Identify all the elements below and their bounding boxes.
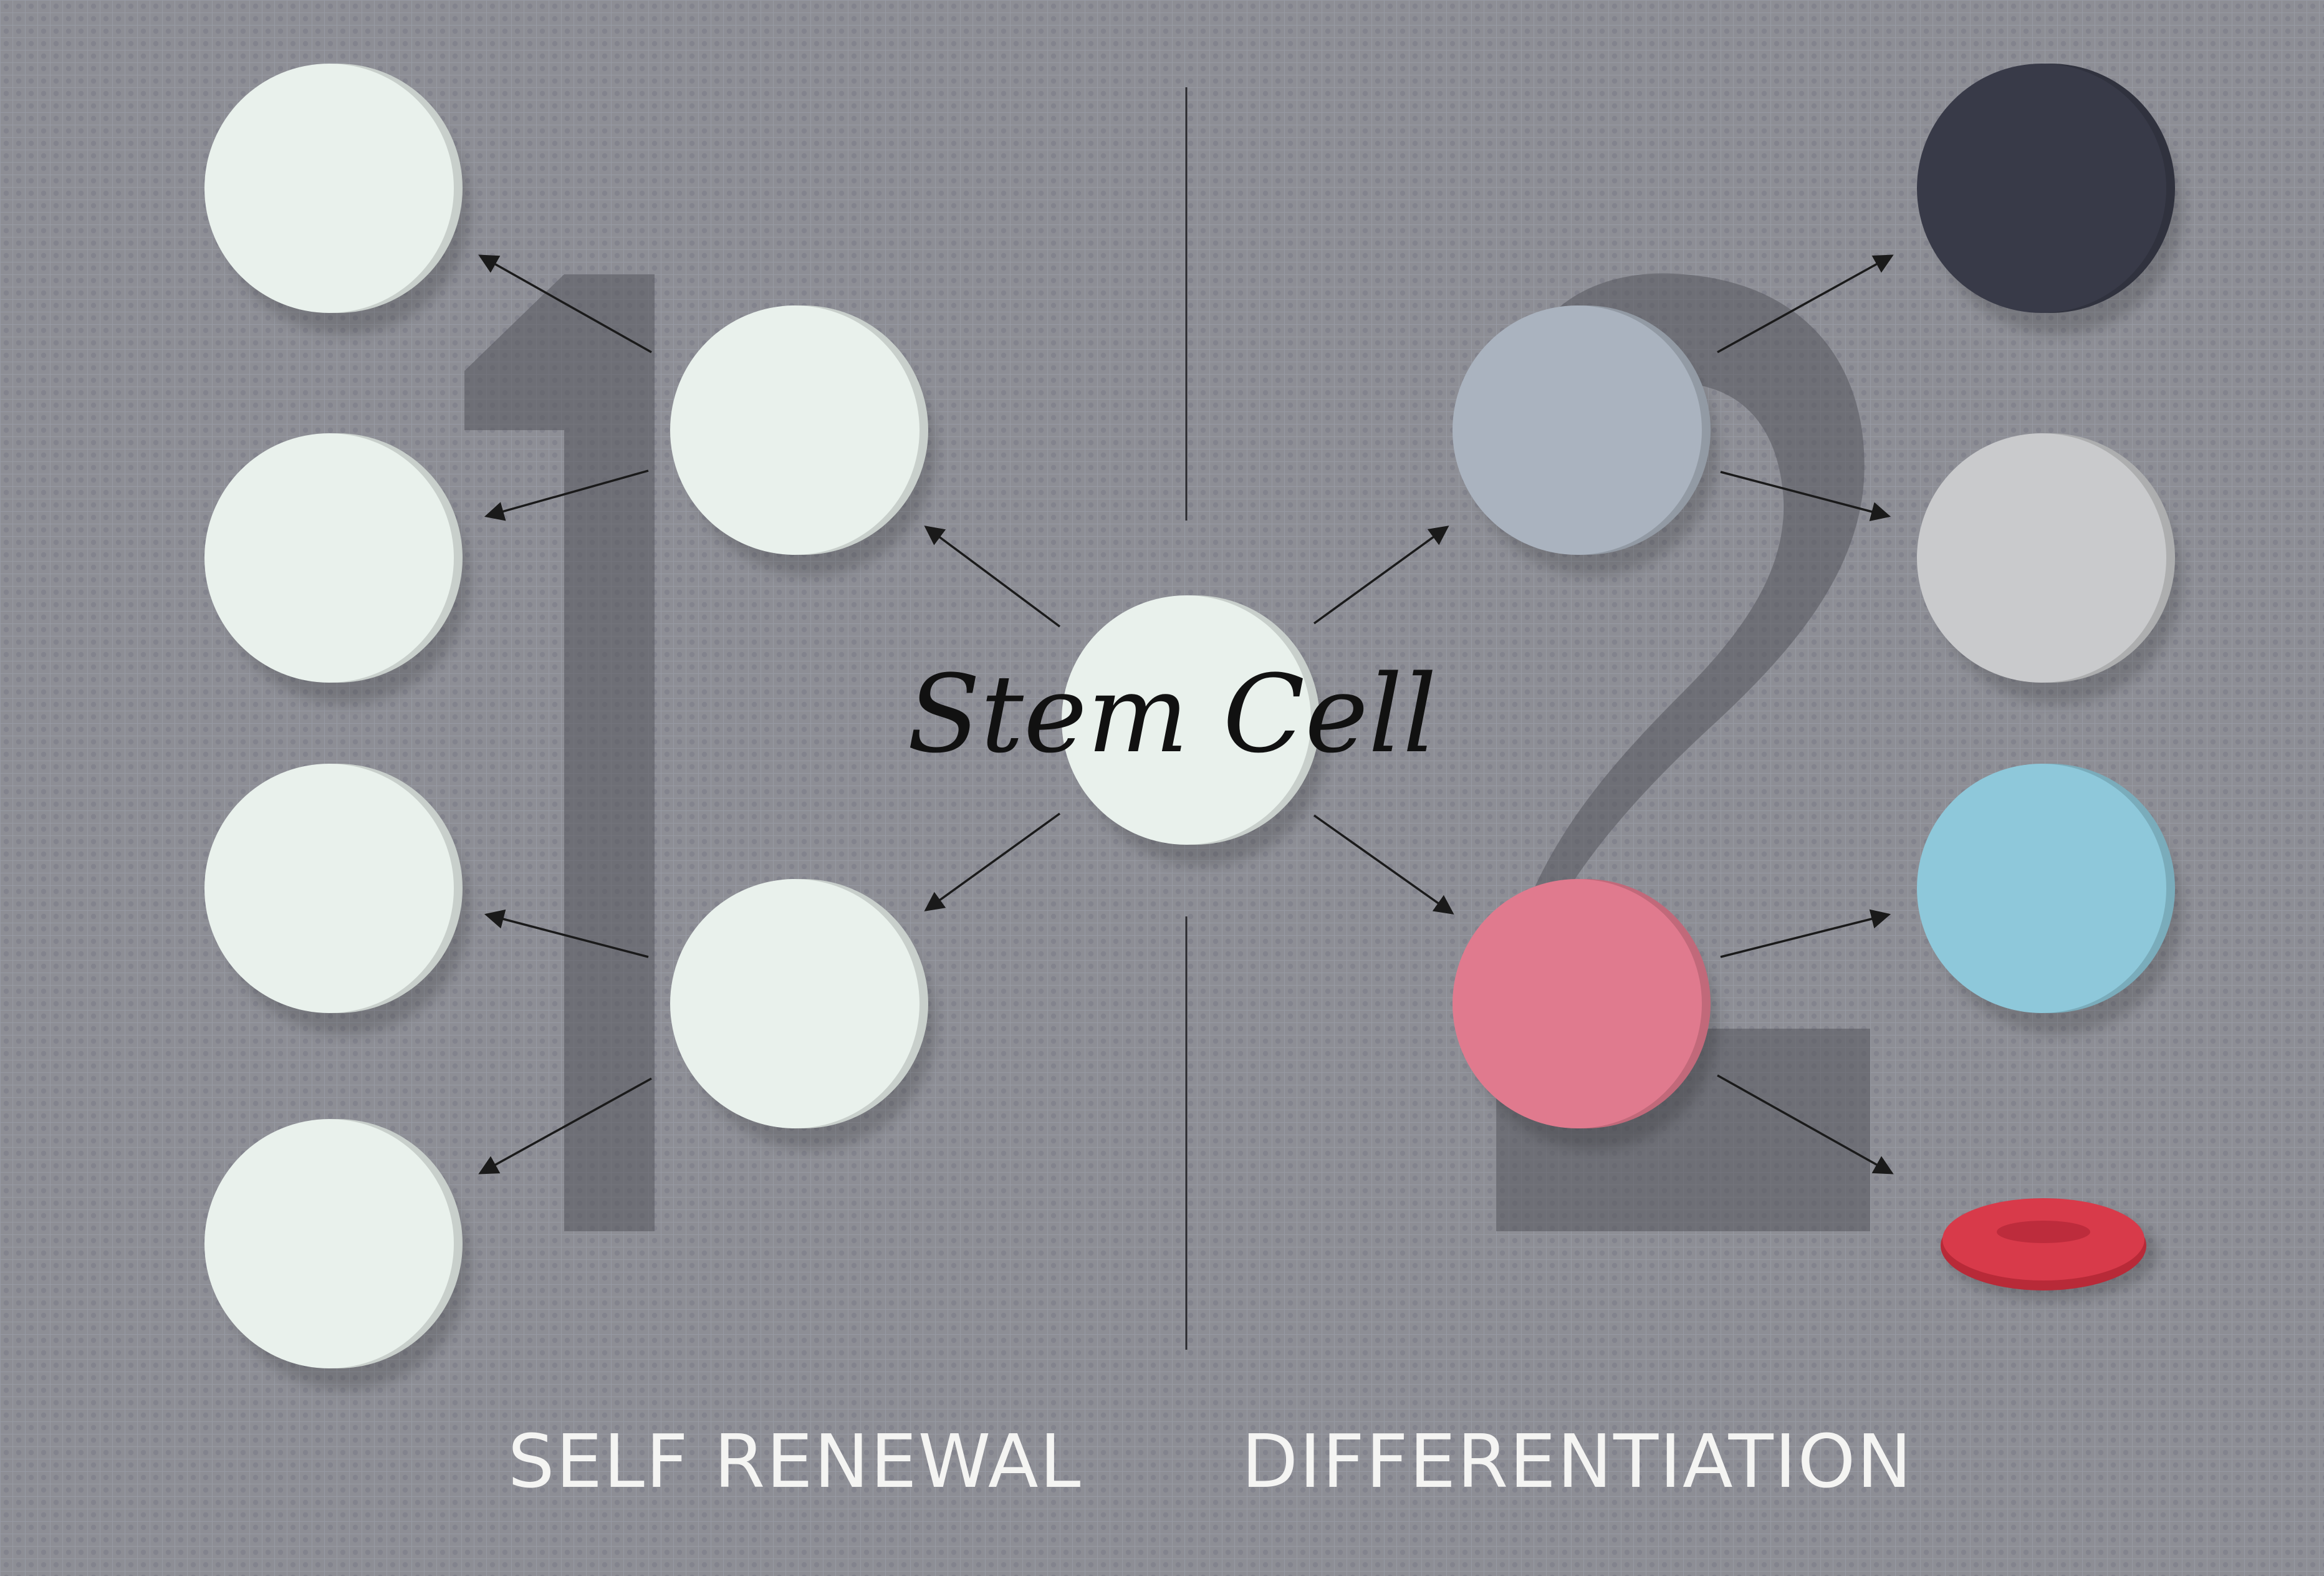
arrow-stem-to-diff-bottom [1313,814,1454,915]
self-renewal-label: SELF RENEWAL [508,1418,1082,1504]
number-two [1496,273,1870,1231]
renewal-daughter-cell-4 [204,1119,470,1390]
diagram-title: Stem Cell [907,651,1437,777]
arrow-renewal-a-1 [478,254,652,353]
progenitor-cell-gray-blue [1452,305,1718,576]
number-one [464,274,655,1231]
renewal-cell-2 [670,879,936,1150]
arrow-stem-to-renewal-bottom [924,812,1061,911]
stem-cell [1062,595,1327,866]
arrow-renewal-b-2 [478,1077,652,1175]
renewal-daughter-cell-2 [204,433,470,704]
arrow-diff-b-2 [1717,1074,1894,1175]
arrow-diff-b-1 [1720,909,1891,958]
arrow-diff-a-1 [1717,254,1894,353]
arrows [478,254,1894,1175]
differentiated-cell-dark [1917,64,2182,334]
renewal-cell-1 [670,305,936,576]
differentiated-cell-light-gray [1917,433,2182,704]
differentiated-cell-light-blue [1917,764,2182,1034]
red-blood-cell [1941,1198,2158,1300]
progenitor-cell-pink [1452,879,1718,1150]
arrow-diff-a-2 [1720,471,1891,522]
arrow-renewal-b-1 [484,909,649,958]
renewal-daughter-cell-1 [204,64,470,334]
arrow-stem-to-renewal-top [924,526,1061,628]
differentiation-label: DIFFERENTIATION [1241,1418,1913,1504]
arrow-renewal-a-2 [484,469,649,521]
renewal-daughter-cell-3 [204,764,470,1034]
cells [204,64,2182,1390]
arrow-stem-to-diff-top [1313,526,1449,625]
